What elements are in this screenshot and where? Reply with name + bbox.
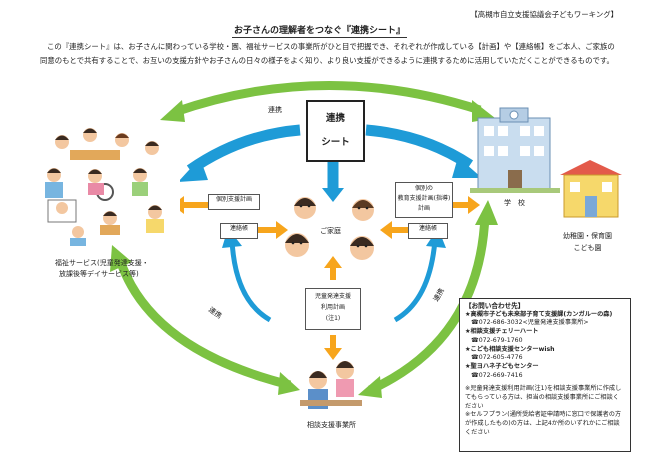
usage-plan-line2: 利用計画 bbox=[320, 304, 345, 311]
family-illustration bbox=[285, 197, 374, 260]
contact-title: 【お問い合わせ先】 bbox=[465, 302, 525, 310]
contact-tel-3: ☎072-605-4776 bbox=[471, 354, 523, 362]
orange-arrowhead-down bbox=[324, 348, 342, 360]
contact-name-1: ★高槻市子ども未来部子育て支援課(カンガルーの森) bbox=[465, 310, 613, 318]
blue-arc-inner-left bbox=[229, 239, 272, 323]
orange-arrowhead-up bbox=[324, 256, 342, 268]
contact-entry: ★聖ヨハネ子どもセンター ☎072-669-7416 bbox=[465, 363, 625, 380]
blue-arc-inner-right bbox=[393, 239, 438, 323]
contact-name-2: ★相談支援チェリーハート bbox=[465, 328, 539, 336]
consultation-illustration bbox=[300, 361, 362, 409]
kinder-label-line1: 幼稚園・保育園 bbox=[563, 232, 612, 240]
blue-arrowhead-school bbox=[452, 157, 482, 178]
blue-arrowhead-family bbox=[322, 188, 344, 202]
green-arrowhead-right-top bbox=[475, 200, 498, 225]
green-arrowhead-top-left bbox=[160, 100, 185, 122]
blue-arrow-to-school bbox=[365, 124, 474, 170]
welfare-services-label: 福祉サービス(児童発達支援・ 放課後等デイサービス等) bbox=[55, 258, 149, 280]
organization-label: 【高槻市自立支援協議会子どもワーキング】 bbox=[470, 10, 618, 19]
education-plan-line2: 教育支援計画(指導) bbox=[397, 195, 451, 202]
green-arc-right bbox=[368, 214, 490, 395]
orange-arrowhead-school-left bbox=[380, 221, 392, 239]
school-notebook-label: 連絡帳 bbox=[418, 225, 437, 232]
center-label-line2: シート bbox=[321, 137, 350, 148]
green-arrowhead-left-bottom bbox=[278, 372, 300, 395]
kindergarten-building-icon bbox=[560, 160, 622, 218]
contact-note-1: ※児童発達支援利用計画(注1)を相談支援事業所に作成してもらっている方は、担当の… bbox=[465, 385, 622, 410]
green-arrowhead-top-right bbox=[472, 100, 495, 122]
education-plan-line3: 計画 bbox=[417, 205, 430, 212]
usage-plan-line3: (注1) bbox=[325, 315, 341, 322]
school-building-icon bbox=[470, 107, 560, 193]
contact-info-box: 【お問い合わせ先】 ★高槻市子ども未来部子育て支援課(カンガルーの森) ☎072… bbox=[459, 298, 631, 452]
contact-name-4: ★聖ヨハネ子どもセンター bbox=[465, 362, 539, 370]
family-label: ご家庭 bbox=[320, 227, 341, 235]
green-arrowhead-right-bottom bbox=[358, 376, 382, 398]
link-label-top: 連携 bbox=[268, 106, 282, 114]
welfare-label-line1: 福祉サービス(児童発達支援・ bbox=[55, 259, 149, 267]
intro-text: この『連携シート』は、お子さんに関わっている学校・園、福祉サービスの事業所がひと… bbox=[40, 42, 615, 65]
blue-arrowhead-welfare bbox=[178, 158, 208, 182]
orange-arrowhead-school-right bbox=[468, 196, 480, 214]
education-plan-box: 個別の 教育支援計画(指導) 計画 bbox=[395, 182, 453, 218]
contact-tel-4: ☎072-669-7416 bbox=[471, 371, 523, 379]
contact-name-3: ★こども相談支援センターwish bbox=[465, 345, 555, 353]
usage-plan-box: 児童発達支援 利用計画 (注1) bbox=[305, 288, 361, 330]
orange-arrowhead-welfare-right bbox=[276, 221, 288, 239]
welfare-label-line2: 放課後等デイサービス等) bbox=[59, 270, 139, 278]
individual-support-plan-box: 個別支援計画 bbox=[208, 194, 260, 210]
welfare-notebook-label: 連絡帳 bbox=[229, 225, 248, 232]
consultation-office-label: 相談支援事業所 bbox=[307, 421, 356, 429]
individual-support-plan-label: 個別支援計画 bbox=[215, 196, 252, 203]
school-label: 学 校 bbox=[504, 199, 525, 207]
kindergarten-label: 幼稚園・保育園 こども園 bbox=[563, 230, 612, 254]
contact-tel-2: ☎072-679-1760 bbox=[471, 336, 523, 344]
contact-tel-1: ☎072-686-3032<児童発達支援事業所> bbox=[471, 319, 589, 327]
contact-entry: ★高槻市子ども未来部子育て支援課(カンガルーの森) ☎072-686-3032<… bbox=[465, 311, 625, 328]
kinder-label-line2: こども園 bbox=[573, 244, 602, 252]
usage-plan-line1: 児童発達支援 bbox=[314, 293, 351, 300]
school-notebook-box: 連絡帳 bbox=[408, 223, 448, 239]
green-arc-top bbox=[173, 81, 482, 117]
blue-arrow-to-welfare bbox=[186, 124, 301, 175]
contact-entry: ★こども相談支援センターwish ☎072-605-4776 bbox=[465, 346, 625, 363]
green-arc-left bbox=[115, 258, 292, 390]
education-plan-line1: 個別の bbox=[414, 185, 433, 192]
renkei-sheet-box: 連携 シート bbox=[306, 100, 365, 162]
intro-paragraph: この『連携シート』は、お子さんに関わっている学校・園、福祉サービスの事業所がひと… bbox=[40, 40, 620, 67]
center-label-line1: 連携 bbox=[325, 113, 345, 124]
welfare-children-illustration bbox=[40, 128, 180, 246]
contact-entry: ★相談支援チェリーハート ☎072-679-1760 bbox=[465, 328, 625, 345]
page-title: お子さんの理解者をつなぐ『連携シート』 bbox=[232, 23, 408, 38]
contact-note-2: ※セルフプラン(通所受給者証申請時に窓口で保護者の方が作成したもの)の方は、上記… bbox=[465, 411, 622, 436]
welfare-notebook-box: 連絡帳 bbox=[220, 223, 258, 239]
green-arrowhead-left-top bbox=[110, 245, 132, 272]
